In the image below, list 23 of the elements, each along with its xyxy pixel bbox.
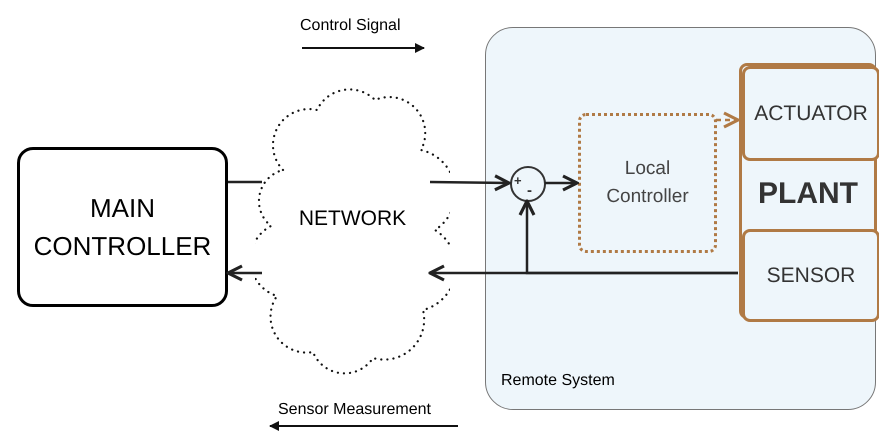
- signal-label: Control Signal: [300, 16, 400, 36]
- summing-junction: [510, 166, 546, 202]
- controller-box: [578, 113, 717, 253]
- minus-sign: -: [527, 183, 532, 198]
- node-label: PLANT: [757, 176, 859, 212]
- plus-sign: +: [514, 174, 522, 187]
- connector-arrow: [226, 264, 262, 282]
- node-label: MAIN CONTROLLER: [32, 192, 212, 263]
- node-label: NETWORK: [298, 206, 406, 232]
- node-label: ACTUATOR: [754, 100, 868, 127]
- actuator-box: [742, 66, 879, 161]
- sensor-box: [742, 229, 879, 322]
- connector-arrow: [716, 111, 740, 129]
- node-label: SENSOR: [766, 262, 856, 289]
- connector-arrow: [545, 174, 579, 192]
- system-panel: [485, 27, 876, 410]
- connector-arrow: [430, 174, 511, 192]
- panel-label: Remote System: [501, 371, 615, 391]
- connector-arrow: [518, 199, 738, 274]
- node-label: Local Controller: [605, 157, 690, 209]
- controller-box: [17, 147, 228, 307]
- signal-label: Sensor Measurement: [278, 400, 431, 420]
- plant-box: [739, 63, 877, 319]
